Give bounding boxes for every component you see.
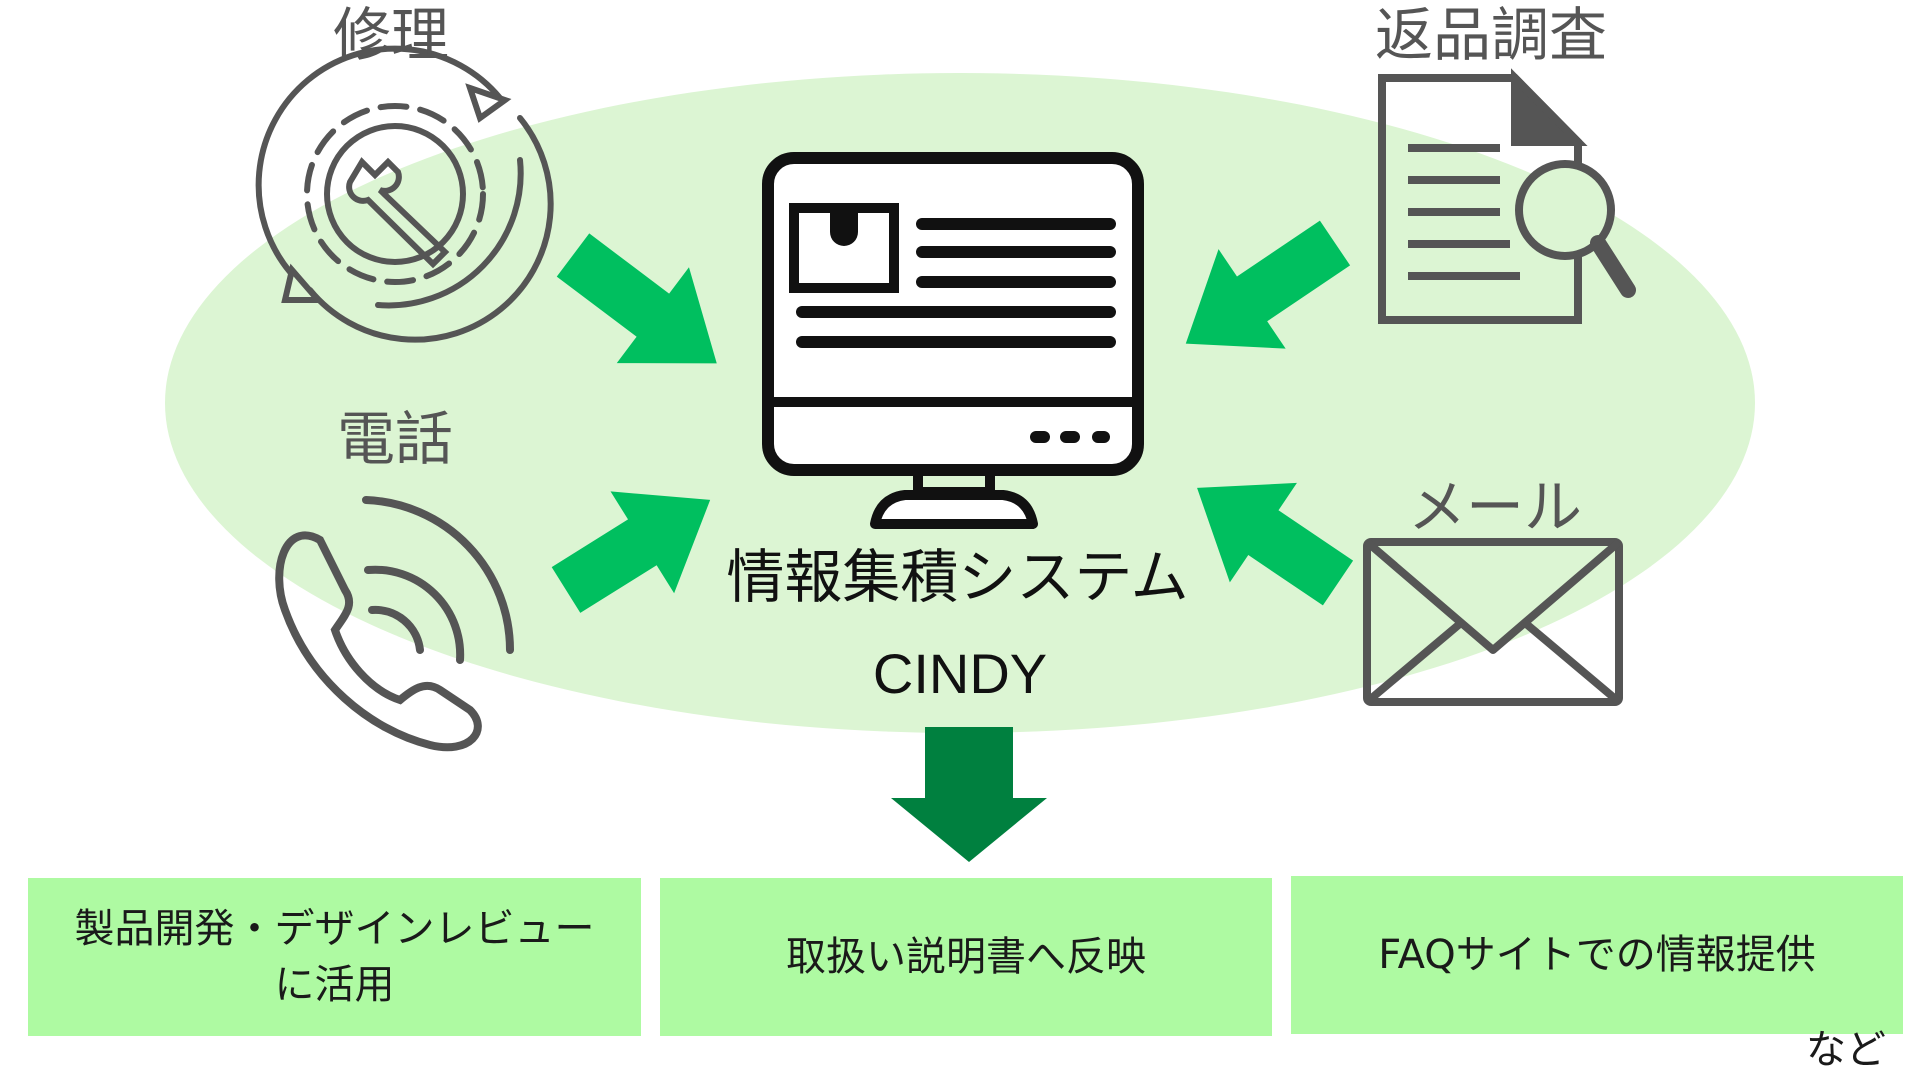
arrow-from-returns: [1185, 220, 1351, 349]
repair-icon: [255, 45, 554, 343]
label-mail: メール: [1408, 473, 1583, 541]
design-review-line2: に活用: [274, 962, 395, 1008]
down-arrow: [891, 727, 1047, 862]
returns-icon: [1378, 68, 1636, 324]
phone-icon: [275, 496, 515, 752]
arrow-from-mail: [1197, 482, 1354, 606]
output-manual: 取扱い説明書へ反映: [660, 878, 1272, 1036]
etc-label: など: [1806, 1027, 1886, 1073]
label-phone: 電話: [337, 405, 454, 473]
system-name: 情報集積システム: [726, 543, 1189, 611]
output-faq: FAQサイトでの情報提供: [1291, 876, 1903, 1034]
faq-text: FAQサイトでの情報提供: [1378, 932, 1816, 978]
mail-icon: [1363, 538, 1623, 706]
manual-text: 取扱い説明書へ反映: [786, 934, 1146, 980]
label-repair: 修理: [333, 1, 450, 69]
monitor-icon: [762, 152, 1144, 529]
design-review-line1: 製品開発・デザインレビュー: [74, 906, 595, 952]
arrow-from-repair: [556, 233, 717, 364]
system-product: CINDY: [872, 642, 1048, 705]
arrow-from-phone: [551, 491, 711, 613]
output-design-review: 製品開発・デザインレビュー に活用: [28, 878, 641, 1036]
label-returns: 返品調査: [1375, 1, 1608, 69]
